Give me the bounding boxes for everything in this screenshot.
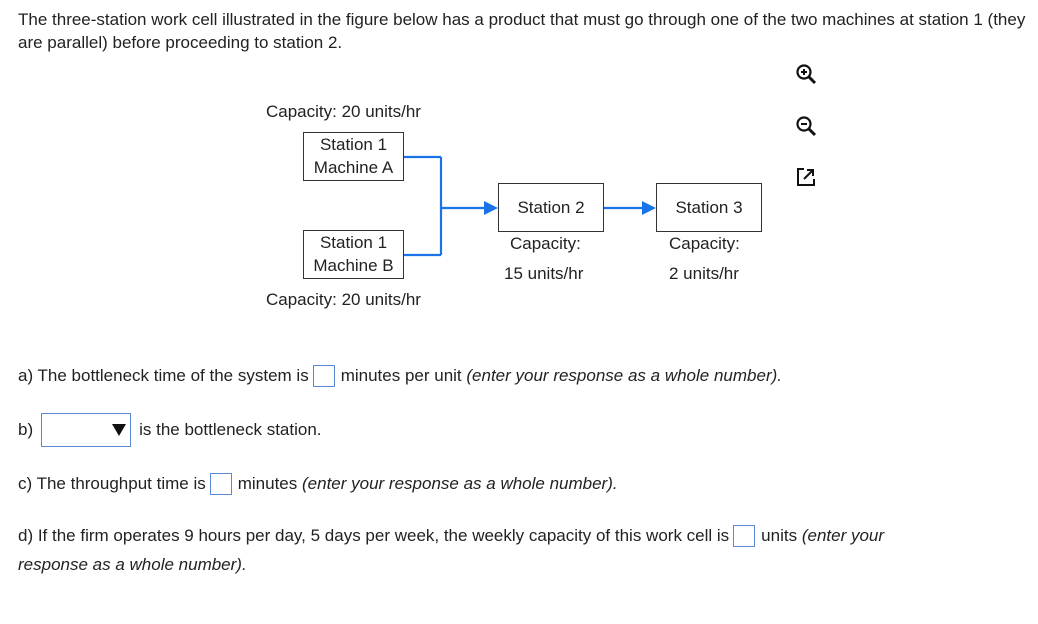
expand-icon[interactable] — [795, 166, 817, 188]
machine-b-label: Machine B — [313, 256, 394, 275]
problem-intro: The three-station work cell illustrated … — [18, 10, 1026, 52]
question-d-text: d) If the firm operates 9 hours per day,… — [18, 526, 730, 545]
weekly-capacity-input[interactable] — [733, 525, 756, 547]
station2-box: Station 2 — [498, 183, 604, 232]
station2-capacity-value: 15 units/hr — [504, 264, 584, 283]
machine-a-capacity: Capacity: 20 units/hr — [266, 102, 421, 121]
bottleneck-station-dropdown[interactable] — [41, 413, 132, 447]
question-a: a) The bottleneck time of the system is … — [18, 364, 782, 388]
throughput-time-input[interactable] — [209, 473, 232, 495]
bottleneck-time-input[interactable] — [312, 365, 335, 387]
station3-label: Station 3 — [675, 198, 743, 217]
station3-capacity-label: Capacity: — [669, 234, 740, 253]
question-c-unit: minutes — [237, 474, 298, 493]
connector-lines — [404, 155, 656, 257]
station1-machine-a-box: Station 1 Machine A — [303, 132, 404, 181]
station1-machine-b-box: Station 1 Machine B — [303, 230, 404, 279]
zoom-out-icon[interactable] — [795, 115, 817, 137]
machine-b-capacity: Capacity: 20 units/hr — [266, 290, 421, 309]
machine-a-label: Machine A — [313, 158, 394, 177]
question-d-continued: response as a whole number). — [18, 553, 247, 577]
station2-label: Station 2 — [517, 198, 585, 217]
question-d: d) If the firm operates 9 hours per day,… — [18, 524, 884, 548]
station3-box: Station 3 — [656, 183, 762, 232]
question-d-hint-2: response as a whole number). — [18, 555, 247, 574]
station3-capacity-value: 2 units/hr — [669, 264, 739, 283]
question-c: c) The throughput time is minutes (enter… — [18, 472, 618, 496]
station2-capacity-label: Capacity: — [510, 234, 581, 253]
question-a-hint: (enter your response as a whole number). — [466, 366, 782, 385]
question-b-label: b) — [18, 420, 34, 439]
question-a-unit: minutes per unit — [340, 366, 462, 385]
question-d-hint-1: (enter your — [801, 526, 885, 545]
question-c-text: c) The throughput time is — [18, 474, 206, 493]
question-b: b) is the bottleneck station. — [18, 413, 322, 447]
question-b-text: is the bottleneck station. — [139, 420, 322, 439]
question-c-hint: (enter your response as a whole number). — [302, 474, 618, 493]
machine-b-station-label: Station 1 — [319, 233, 388, 252]
zoom-in-icon[interactable] — [795, 63, 817, 85]
question-a-text: a) The bottleneck time of the system is — [18, 366, 309, 385]
machine-a-station-label: Station 1 — [319, 135, 388, 154]
dropdown-arrow-icon — [112, 424, 127, 436]
work-cell-diagram: Capacity: 20 units/hr Station 1 Machine … — [266, 102, 762, 309]
question-d-unit: units — [761, 526, 798, 545]
